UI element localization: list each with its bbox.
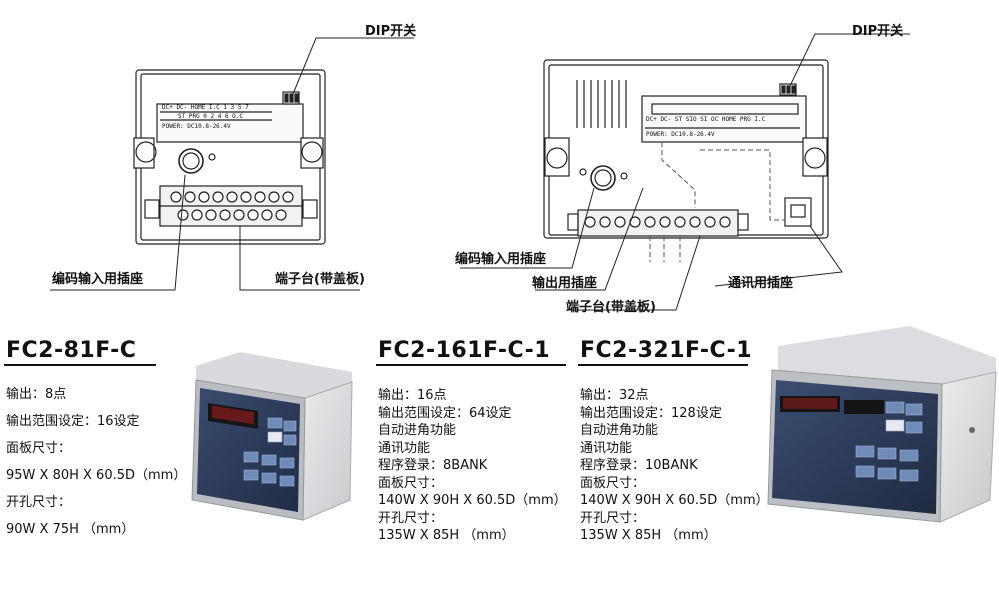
title-underline (578, 364, 748, 366)
board-power-right: POWER: DC10.8-26.4V (646, 131, 715, 138)
comm-socket-label-right: 通讯用插座 (728, 276, 794, 291)
terminal-block-label-left: 端子台(带盖板) (275, 272, 365, 287)
spec-line: 面板尺寸： (580, 475, 646, 491)
dip-switch-label-left: DIP开关 (365, 24, 417, 39)
spec-line: 135W X 85H （mm） (378, 528, 515, 543)
spec-line: 自动进角功能 (580, 423, 659, 438)
spec-line: 面板尺寸： (378, 475, 444, 491)
board-row1-left: DC+ DC- HOME I.C 1 3 5 7 (162, 104, 249, 111)
spec-line: 开孔尺寸： (580, 510, 646, 526)
spec-line: 输出范围设定：128设定 (580, 405, 722, 421)
board-row1-right: DC+ DC- ST SIO SI OC HOME PRG I.C (646, 116, 766, 123)
dip-switch-label-right: DIP开关 (852, 24, 904, 39)
spec-line: 面板尺寸： (6, 441, 72, 456)
spec-line: 输出：8点 (6, 387, 67, 402)
model-title: FC2-321F-C-1 (580, 338, 753, 363)
terminal-block-label-right: 端子台(带盖板) (566, 300, 656, 315)
encoder-socket-label-right: 编码输入用插座 (455, 252, 547, 267)
title-underline (376, 364, 566, 366)
model-title: FC2-81F-C (6, 338, 137, 363)
spec-line: 程序登录：10BANK (580, 458, 698, 473)
encoder-socket-label-left: 编码输入用插座 (52, 272, 144, 287)
spec-line: 通讯功能 (378, 440, 431, 456)
spec-line: 95W X 80H X 60.5D（mm） (6, 468, 187, 483)
spec-line: 输出范围设定：64设定 (378, 405, 512, 421)
spec-line: 90W X 75H （mm） (6, 522, 135, 537)
spec-line: 输出范围设定：16设定 (6, 414, 140, 429)
spec-line: 140W X 90H X 60.5D（mm） (580, 493, 769, 508)
spec-line: 通讯功能 (580, 440, 633, 456)
title-underline (4, 364, 156, 366)
model-title: FC2-161F-C-1 (378, 338, 551, 363)
output-socket-label-right: 输出用插座 (532, 276, 598, 291)
spec-line: 输出：16点 (378, 388, 447, 403)
spec-line: 135W X 85H （mm） (580, 528, 717, 543)
spec-line: 开孔尺寸： (6, 495, 72, 510)
spec-list: 输出：32点 输出范围设定：128设定 自动进角功能 通讯功能 程序登录：10B… (580, 387, 769, 545)
spec-line: 自动进角功能 (378, 423, 457, 438)
board-power-left: POWER: DC10.8-26.4V (162, 123, 231, 130)
spec-list: 输出：16点 输出范围设定：64设定 自动进角功能 通讯功能 程序登录：8BAN… (378, 387, 567, 545)
spec-line: 140W X 90H X 60.5D（mm） (378, 493, 567, 508)
spec-line: 程序登录：8BANK (378, 458, 488, 473)
spec-line: 输出：32点 (580, 388, 649, 403)
spec-list: 输出：8点 输出范围设定：16设定 面板尺寸： 95W X 80H X 60.5… (6, 381, 186, 543)
board-row2-left: ST PRG 0 2 4 6 O.C (178, 113, 244, 120)
spec-line: 开孔尺寸： (378, 510, 444, 526)
